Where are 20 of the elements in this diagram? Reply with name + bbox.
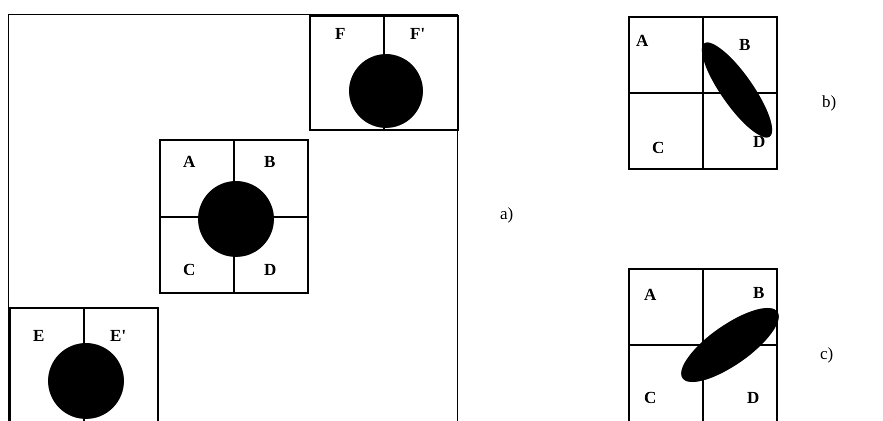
quadrant-label: F (335, 25, 346, 42)
quadrant-label: F' (410, 25, 426, 42)
panel-label: b) (822, 93, 836, 110)
quadrant-label: D (753, 133, 766, 150)
quadrant-label: A (183, 153, 196, 170)
quadrant-label: A (636, 32, 648, 49)
quadrant-label: C (183, 261, 196, 278)
quadrant-label: A (644, 286, 656, 303)
frame-outline (8, 14, 458, 421)
panel-label: a) (500, 205, 514, 222)
quadrant-label: D (747, 389, 760, 406)
quadrant-label: B (264, 153, 276, 170)
quadrant-label: C (652, 139, 664, 156)
panel-label: c) (820, 345, 834, 362)
quadrant-label: D (264, 261, 276, 278)
quadrant-label: E' (110, 327, 126, 344)
quadrant-label: B (739, 36, 750, 53)
quadrant-label: E (33, 327, 44, 344)
quadrant-label: C (644, 389, 656, 406)
quadrant-label: B (753, 284, 764, 301)
